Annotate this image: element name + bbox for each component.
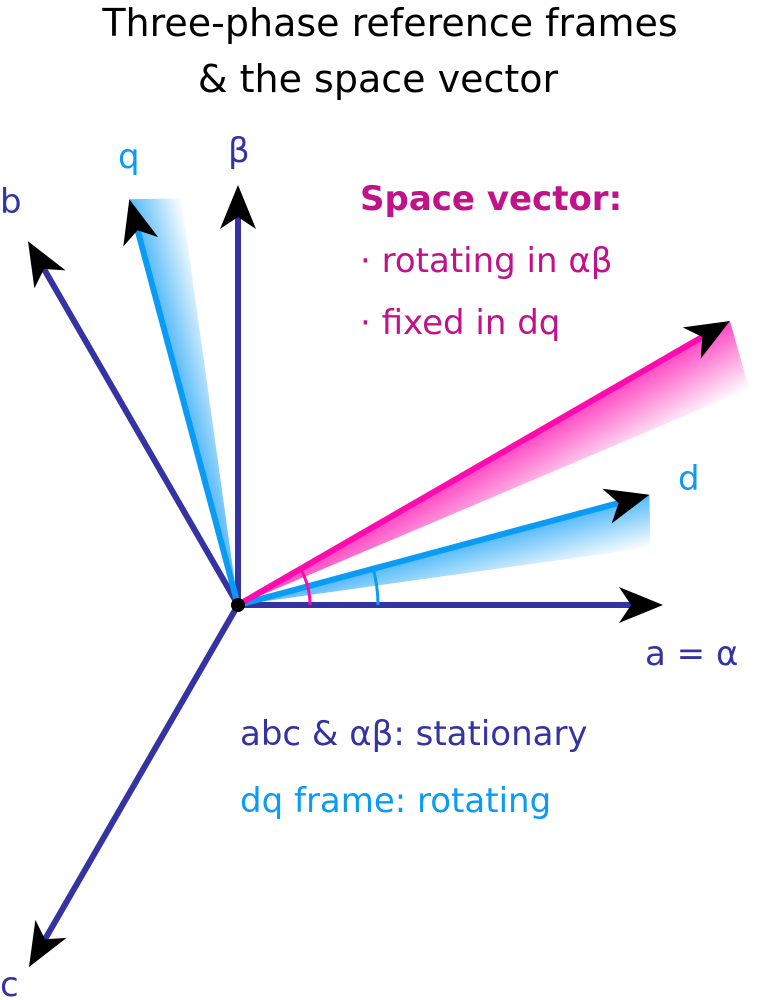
space-vector-angle-arc [299,568,312,606]
label-q: q [118,137,140,177]
b-axis-line [35,257,241,607]
q-axis-rotation-shading [129,198,238,605]
d-axis-arrowhead [602,488,650,524]
space-vector-bullet-2: · fixed in dq [360,303,560,343]
b-axis-arrowhead [28,241,66,289]
label-a-alpha: a = α [645,634,738,674]
c-axis-arrowhead [29,919,67,967]
title-line1: Three-phase reference frames [101,1,677,45]
title-line2: & the space vector [198,57,559,101]
q-axis-line [131,217,241,606]
q-axis-arrowhead [123,199,159,247]
d-axis-angle-arc [371,568,380,606]
legend-rotating: dq frame: rotating [240,781,551,821]
beta-axis-arrowhead [220,185,256,229]
space-vector-bullet-1: · rotating in αβ [360,241,612,281]
c-axis-line [36,603,241,952]
space-vector-line [236,328,715,608]
label-beta: β [228,131,250,171]
label-c: c [0,965,19,1000]
d-axis-line [237,497,631,608]
origin-dot [231,598,245,612]
label-b: b [0,182,22,222]
space-vector-arrowhead [682,321,730,359]
legend-stationary: abc & αβ: stationary [240,714,588,754]
label-d: d [678,459,700,499]
space-vector-heading: Space vector: [360,179,622,219]
a-alpha-axis-arrowhead [619,587,663,623]
